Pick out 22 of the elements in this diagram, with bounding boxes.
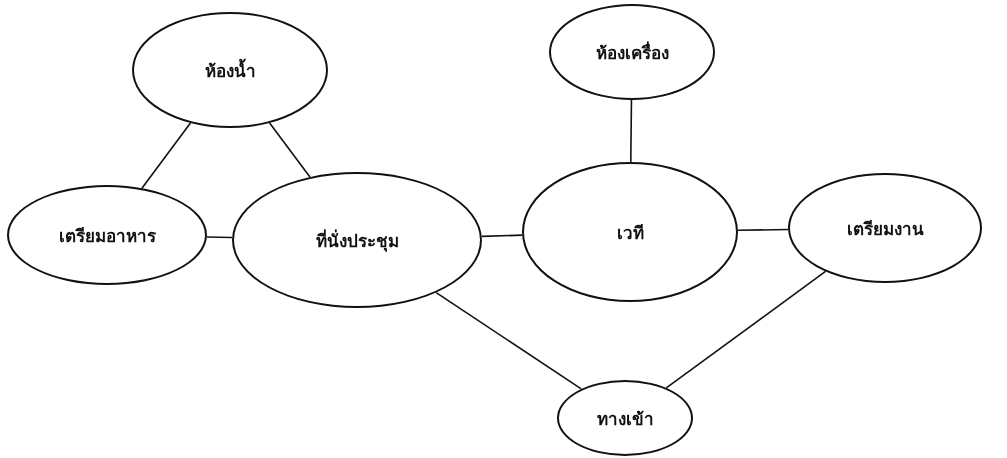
node-label: เตรียมงาน [846,217,924,241]
node-label: ห้องน้ำ [204,57,256,83]
ellipse-node [557,380,693,456]
ellipse-node [132,12,328,128]
node-label: ที่นั่งประชุม [315,228,399,254]
node-label: ห้องเครื่อง [595,40,669,65]
ellipse-node [788,173,982,283]
connector-line [206,236,233,239]
connector-line [141,122,192,189]
node-label: ทางเข้า [596,407,654,431]
connector-line [737,228,789,232]
ellipse-node [522,162,738,302]
connector-line [665,270,827,389]
ellipse-node [232,172,482,308]
ellipse-node [549,4,715,100]
connector-line [630,99,633,163]
connector-line [268,122,311,178]
connector-line [435,291,582,390]
ellipse-node [7,185,207,285]
node-label: เวที [616,221,644,245]
connector-line [481,234,523,238]
node-label: เตรียมอาหาร [58,224,156,248]
